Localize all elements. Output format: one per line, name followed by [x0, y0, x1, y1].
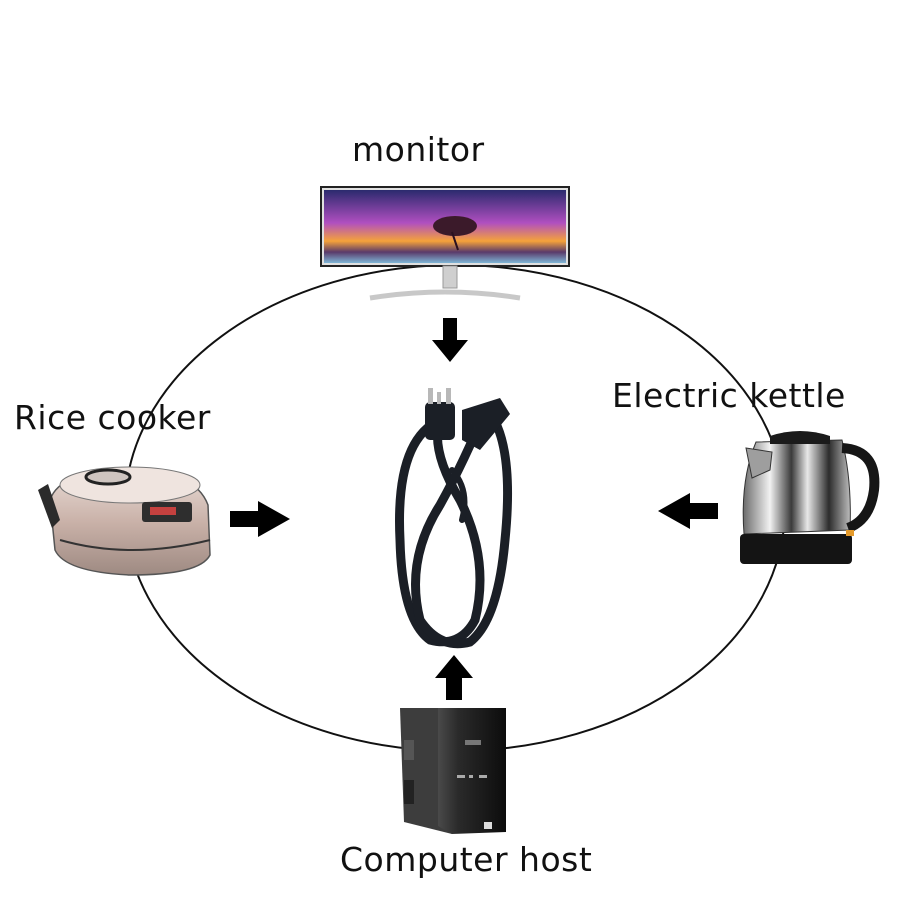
arrow-left-icon [658, 493, 718, 529]
computer-host-label: Computer host [340, 840, 593, 879]
electric-kettle-label: Electric kettle [612, 376, 846, 415]
monitor-image [320, 186, 570, 301]
electric-kettle-image [740, 431, 880, 564]
monitor-label: monitor [352, 130, 485, 169]
arrow-down-icon [432, 318, 468, 362]
arrow-up-icon [435, 655, 473, 700]
arrow-right-icon [230, 501, 290, 537]
power-cord-image [395, 403, 513, 649]
plug-icon [425, 388, 455, 440]
rice-cooker-label: Rice cooker [14, 398, 211, 437]
computer-host-image [400, 708, 506, 834]
connector-icon [462, 398, 510, 450]
rice-cooker-image [38, 466, 211, 576]
